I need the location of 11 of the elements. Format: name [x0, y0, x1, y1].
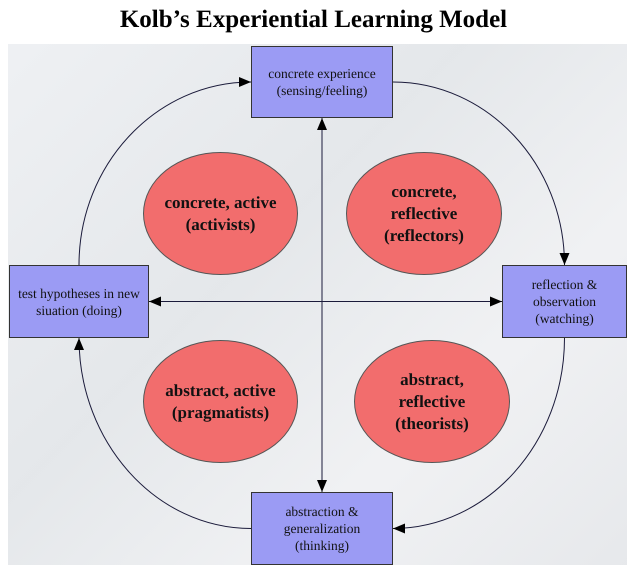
stage-box: reflection & observation (watching) — [502, 265, 627, 338]
arrow — [317, 118, 327, 492]
stage-box: concrete experience (sensing/feeling) — [251, 46, 393, 118]
arrow — [78, 78, 252, 266]
stage-box: abstraction & generalization (thinking) — [251, 492, 393, 565]
arrow — [392, 338, 565, 533]
diagram-title: Kolb’s Experiential Learning Model — [118, 5, 508, 35]
arrow — [148, 296, 502, 306]
arrow — [74, 338, 252, 529]
stage-box: test hypotheses in new siuation (doing) — [9, 265, 149, 338]
arrow — [392, 82, 569, 266]
